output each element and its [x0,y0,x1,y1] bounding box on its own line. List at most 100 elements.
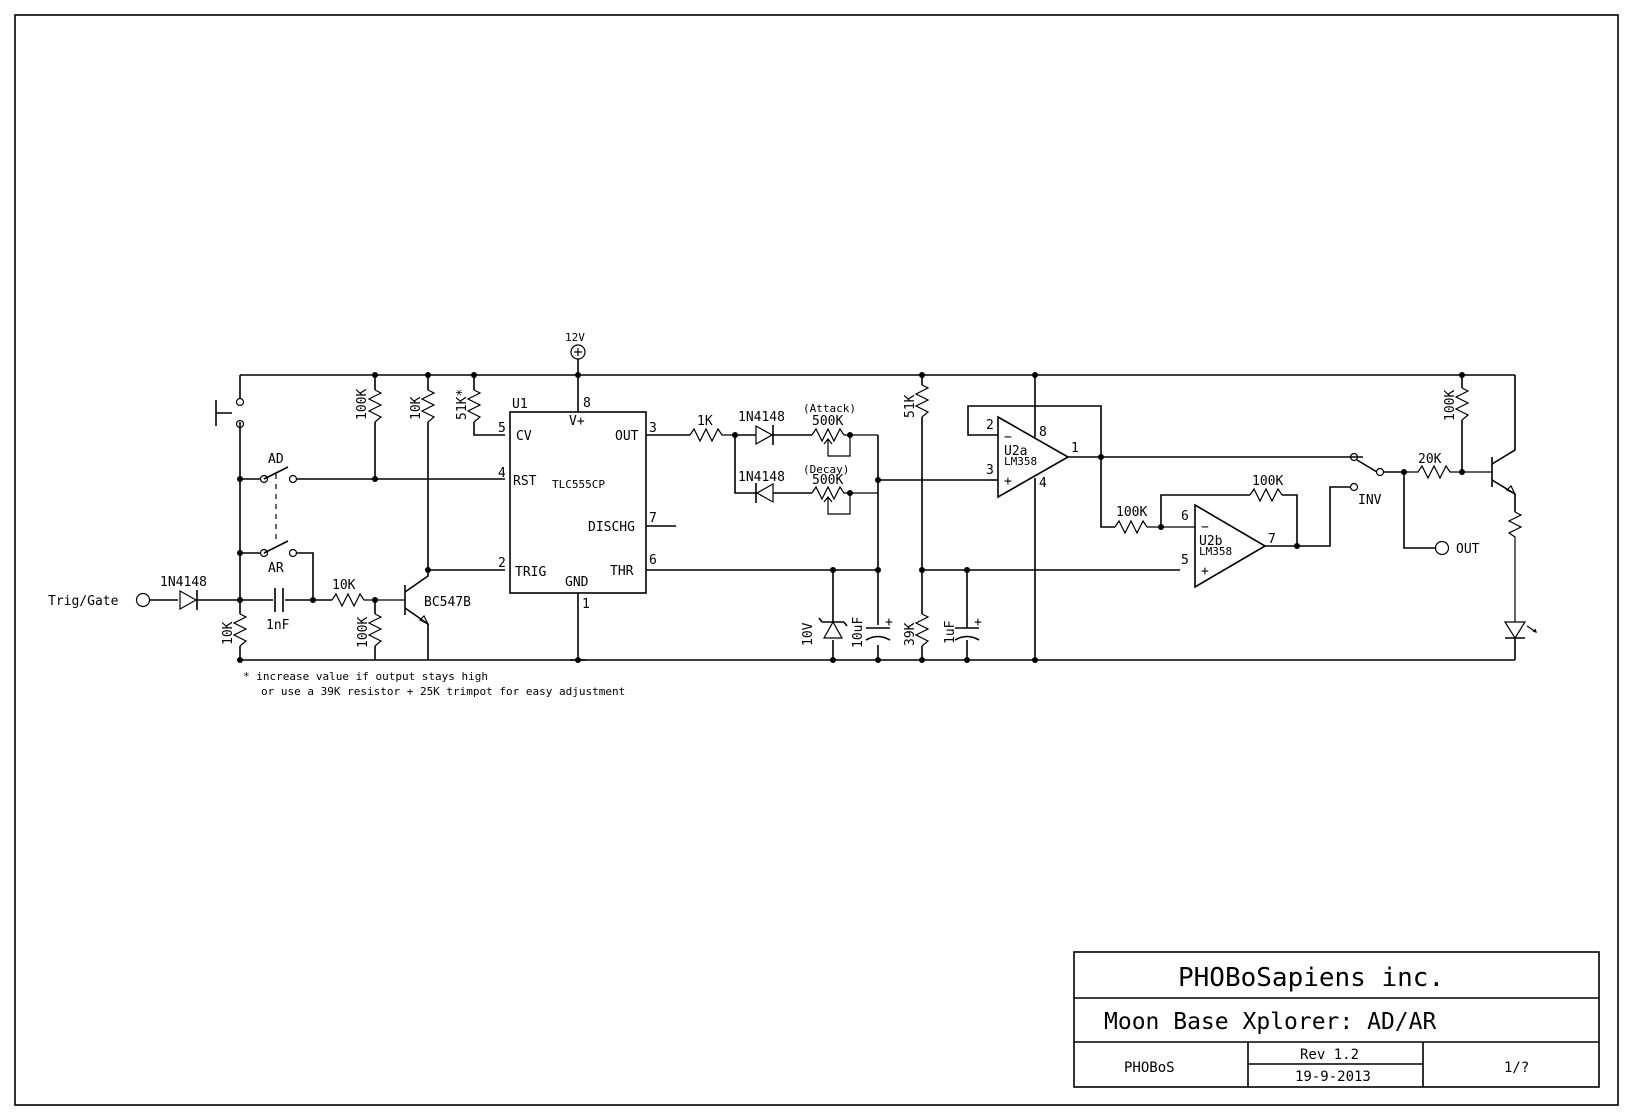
u1-pin-gnd: GND [565,575,589,590]
u1-pin7-num: 7 [649,511,657,526]
u2a-refdes: U2a [1004,444,1027,459]
diode-attack-label: 1N4148 [738,410,785,425]
switch-inv [1349,452,1404,492]
resistor-100k-pulldown-label: 100K [356,617,371,648]
resistor-1k [689,427,735,443]
u2b-pin5: 5 [1181,553,1189,568]
title-revision: Rev 1.2 [1300,1047,1359,1063]
pushbutton [215,397,245,429]
resistor-100k-in-label: 100K [1116,505,1147,520]
resistor-led [1507,511,1523,622]
capacitor-10uf [865,627,891,641]
u2b-input-wire [1100,457,1115,528]
resistor-100k-rst [367,389,383,423]
u1-pin-out: OUT [615,429,639,444]
pot-attack-label: 500K [812,414,843,429]
transistor-label: BC547B [424,595,471,610]
u2b-part: LM358 [1199,545,1232,558]
resistor-10k-input [232,613,248,647]
u1-pin8-num: 8 [583,396,591,411]
resistor-100k-bias-label: 100K [1443,390,1458,421]
capacitor-1uf-plus: + [974,615,982,630]
resistor-1k-label: 1K [697,414,713,429]
switch-inv-label: INV [1358,493,1382,508]
resistor-100k-pulldown [367,613,383,647]
resistor-10k-base-label: 10K [332,578,356,593]
capacitor-1uf-label: 1uF [943,620,958,644]
junction-dots [237,372,1465,663]
resistor-100k-fb-label: 100K [1252,474,1283,489]
attack-label: (Attack) [803,402,856,415]
switch-ad [240,466,505,542]
diode-input-label: 1N4148 [160,575,207,590]
footnote-line-1: * increase value if output stays high [243,670,488,683]
switch-ar [240,540,314,600]
pot-decay [811,485,878,515]
capacitor-1nf [240,588,332,612]
u2b-refdes: U2b [1199,534,1223,549]
transistor-led-driver [1491,375,1517,512]
title-sheet: 1/? [1504,1060,1529,1076]
output-jack-label: OUT [1456,542,1480,557]
u1-pin1-num: 1 [582,597,590,612]
pot-decay-label: 500K [812,473,843,488]
switch-ar-label: AR [268,561,284,576]
transistor-bc547b [404,571,430,660]
u1-pin-trig: TRIG [515,565,546,580]
pot-attack [811,427,878,457]
u1-pin6-num: 6 [649,553,657,568]
resistor-10k-input-label: 10K [221,621,236,645]
resistor-100k-fb [1249,487,1283,503]
u2a-pin8: 8 [1039,425,1047,440]
zener-10v [818,570,848,660]
sheet-border [14,14,1619,1106]
opamp-u2a [967,375,1363,660]
diode-decay [755,482,812,504]
resistor-100k-in [1114,519,1195,535]
u2a-part: LM358 [1004,455,1037,468]
output-jack [1434,540,1450,556]
u2b-minus: − [1201,520,1209,535]
supply-symbol: 12V [565,331,586,375]
title-company: PHOBoSapiens inc. [1178,963,1444,993]
zener-label: 10V [801,622,816,646]
title-author: PHOBoS [1124,1060,1175,1076]
resistor-51k-cv [466,389,482,423]
u2a-plus: + [1004,474,1012,489]
u1-pin4-num: 4 [498,466,506,481]
u1-pin-vplus: V+ [569,414,585,429]
title-date: 19-9-2013 [1295,1069,1371,1085]
u2a-pin2: 2 [986,418,994,433]
u1-pin5-num: 5 [498,421,506,436]
u2b-pin7: 7 [1268,532,1276,547]
u2b-pin6: 6 [1181,509,1189,524]
decay-branch-wire [734,435,756,494]
capacitor-1uf [954,570,980,660]
u2a-pin4: 4 [1039,476,1047,491]
diode-decay-label: 1N4148 [738,470,785,485]
capacitor-10uf-label: 10uF [851,617,866,648]
decay-label: (Decay) [803,463,849,476]
u2b-plus: + [1201,564,1209,579]
diode-attack [735,424,812,446]
supply-label: 12V [565,331,585,344]
u1-pin-rst: RST [513,474,537,489]
ic-u1-tlc555 [509,375,647,594]
resistor-100k-rst-label: 100K [355,389,370,420]
resistor-51k-cv-label: 51K* [455,389,470,420]
resistor-20k [1404,464,1492,480]
trig-gate-jack [135,592,178,608]
resistor-51k-label: 51K [903,394,918,418]
opamp-u2b [1160,486,1350,589]
diode-input [179,589,240,611]
u1-pin-dischg: DISCHG [588,520,635,535]
title-project: Moon Base Xplorer: AD/AR [1104,1009,1436,1035]
resistor-20k-label: 20K [1418,452,1442,467]
resistor-39k [914,613,930,647]
divider-wire [921,375,1180,660]
resistor-10k-collector [420,389,436,423]
u2a-pin3: 3 [986,463,994,478]
trig-gate-label: Trig/Gate [48,594,119,609]
switch-ad-label: AD [268,452,284,467]
